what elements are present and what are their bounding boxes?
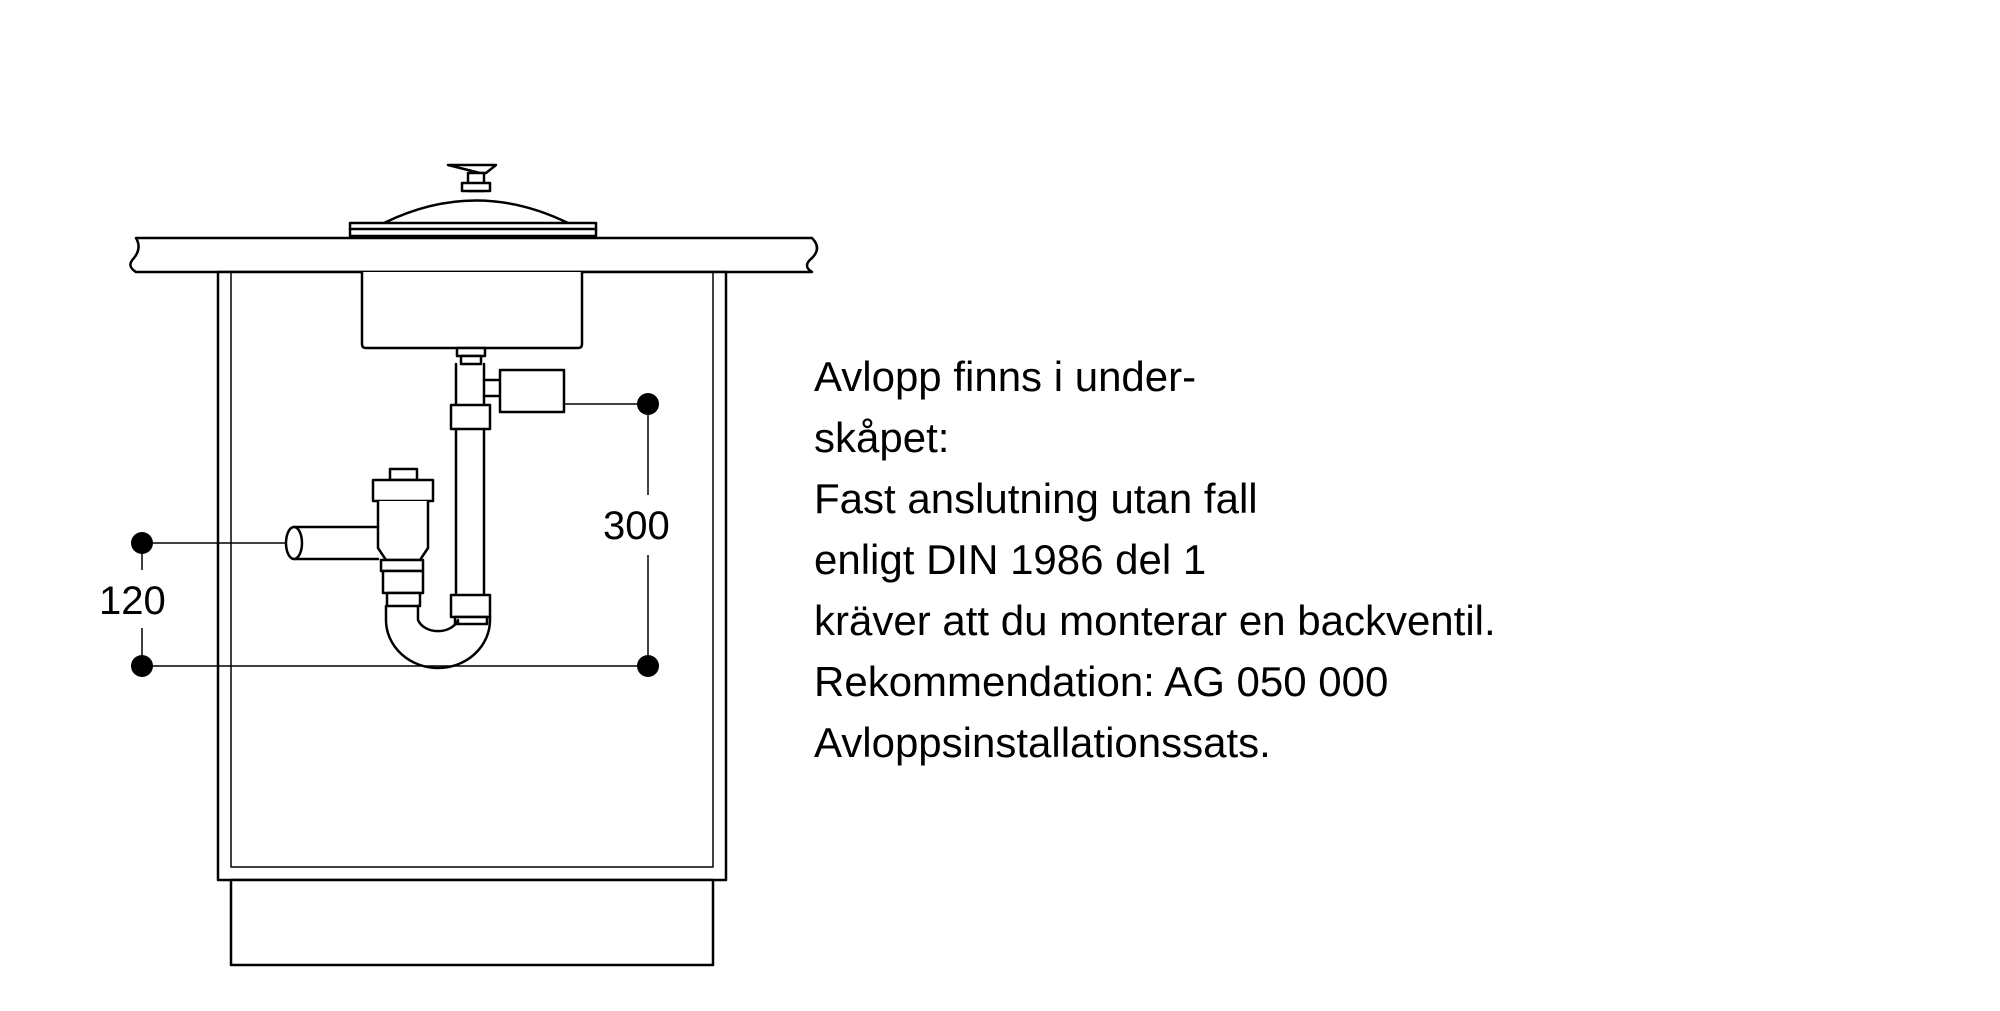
note-line: kräver att du monterar en backventil.	[814, 597, 1496, 644]
note-line: skåpet:	[814, 414, 950, 461]
dim-marker-300-top	[637, 393, 659, 415]
note-line: enligt DIN 1986 del 1	[814, 536, 1207, 583]
dim-marker-120-top	[131, 532, 153, 554]
appliance-well	[360, 270, 584, 350]
drain-stub-ring	[459, 354, 483, 366]
note-line: Avloppsinstallationssats.	[814, 719, 1271, 766]
dim-marker-300-bottom	[637, 655, 659, 677]
plinth	[229, 878, 715, 967]
worktop	[129, 236, 819, 274]
dim-marker-120-bottom	[131, 655, 153, 677]
siphon-trap	[371, 467, 492, 670]
note-line: Avlopp finns i under-	[814, 353, 1197, 400]
cabinet	[216, 270, 728, 882]
dimension-120-label: 120	[99, 579, 166, 623]
dimension-300-label: 300	[603, 504, 670, 548]
vertical-drain-pipe	[449, 362, 492, 626]
installation-notes: Avlopp finns i under- skåpet: Fast anslu…	[814, 346, 1496, 773]
lid	[348, 163, 598, 238]
note-line: Fast anslutning utan fall	[814, 475, 1258, 522]
side-connector	[482, 368, 566, 414]
note-line: Rekommendation: AG 050 000	[814, 658, 1389, 705]
